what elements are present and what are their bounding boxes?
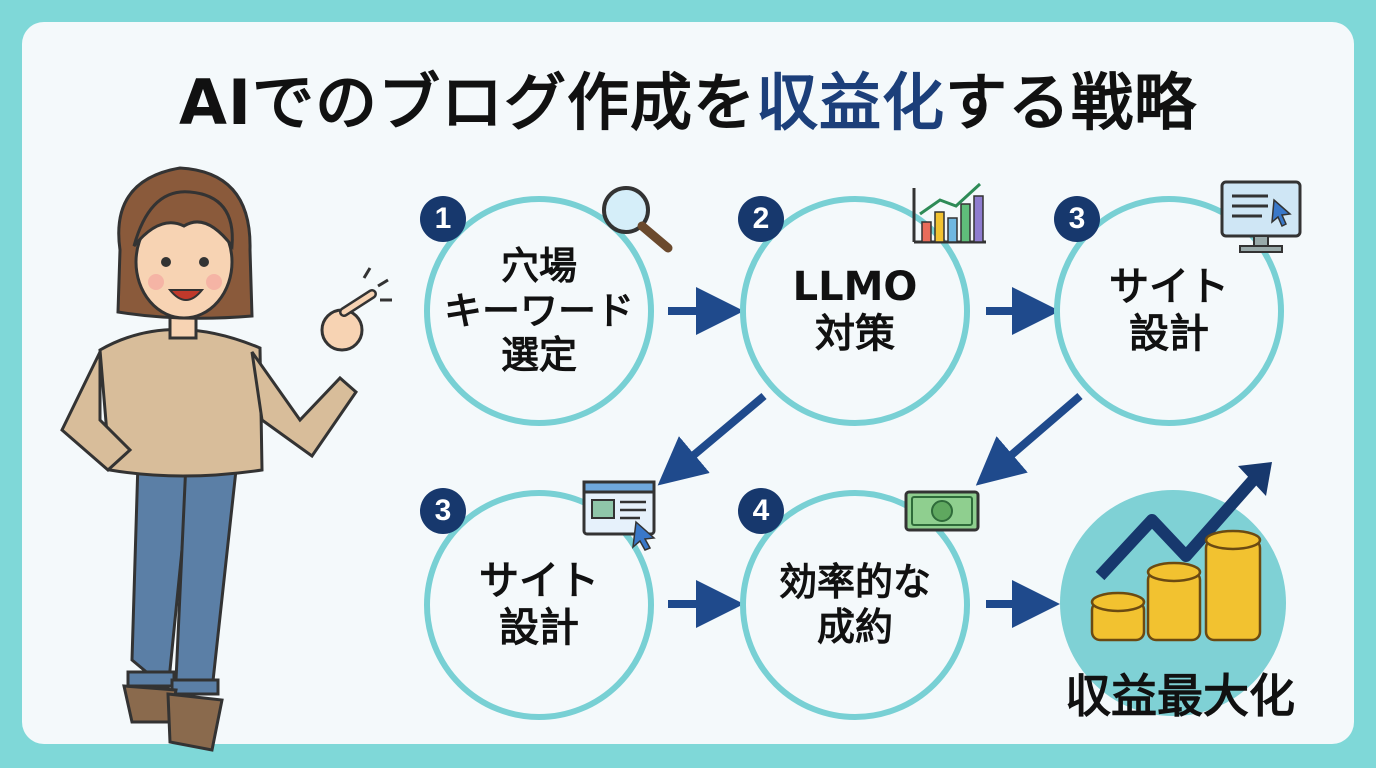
step-4-circle: 効率的な 成約 (740, 490, 970, 720)
step-3-number-badge: 3 (1054, 196, 1100, 242)
step-1-circle: 穴場 キーワード 選定 (424, 196, 654, 426)
step-1-label: 穴場 キーワード 選定 (443, 243, 634, 378)
title-prefix: AIでのブログ作成を (178, 66, 757, 139)
arrow-2-to-3b (657, 392, 767, 486)
step-2-label: LLMO 対策 (792, 263, 918, 357)
step-3b-number-badge: 3 (420, 488, 466, 534)
step-3b-label: サイト 設計 (479, 557, 599, 651)
step-3-label: サイト 設計 (1109, 263, 1229, 357)
arrow-3-to-4 (975, 392, 1083, 486)
step-2-number-badge: 2 (738, 196, 784, 242)
step-3b-circle: サイト 設計 (424, 490, 654, 720)
title-highlight: 収益化 (756, 66, 946, 139)
page-title: AIでのブログ作成を収益化する戦略 (0, 52, 1376, 142)
goal-label: 収益最大化 (1065, 669, 1295, 723)
step-1-number-badge: 1 (420, 196, 466, 242)
title-suffix: する戦略 (945, 66, 1198, 139)
step-4-label: 効率的な 成約 (778, 560, 931, 649)
step-4-number-badge: 4 (738, 488, 784, 534)
